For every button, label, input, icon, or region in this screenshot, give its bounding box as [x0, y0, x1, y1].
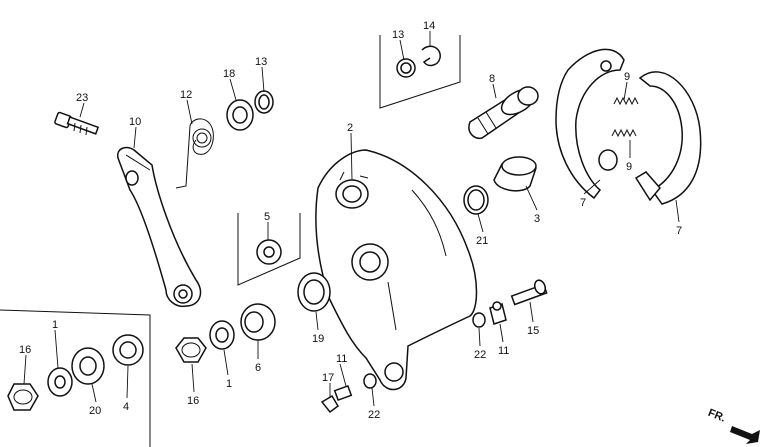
ring-13-kit [396, 58, 416, 78]
callout-17: 17 [322, 372, 334, 384]
callout-1-center: 1 [226, 378, 232, 390]
brake-shoe-7-right [634, 71, 702, 205]
callout-15: 15 [527, 325, 539, 337]
callout-21: 21 [476, 235, 488, 247]
washer-22-lower [363, 373, 377, 389]
callout-19: 19 [312, 333, 324, 345]
brake-arm-10 [117, 146, 202, 308]
washer-18 [226, 99, 254, 131]
ring-13-upper [254, 90, 274, 114]
callout-1-left: 1 [52, 319, 58, 331]
brake-shoe-7-left [555, 48, 625, 200]
callout-4: 4 [123, 401, 129, 413]
washer-1-center [209, 320, 235, 350]
bushing-6 [240, 303, 276, 341]
brake-panel-2 [315, 149, 478, 391]
callout-11-right: 11 [498, 345, 509, 357]
washer-5 [256, 239, 282, 265]
nipple-17 [320, 384, 353, 414]
callout-23: 23 [76, 92, 88, 104]
callout-8: 8 [489, 73, 495, 85]
callout-7-right: 7 [676, 225, 682, 237]
washer-1-left [47, 367, 73, 397]
callout-6: 6 [255, 362, 261, 374]
callout-7-left: 7 [580, 197, 586, 209]
clip-14-kit [421, 45, 441, 67]
spring-9-lower [611, 128, 637, 138]
callout-9-upper: 9 [624, 71, 630, 83]
bolt-23 [54, 111, 100, 136]
kit-bracket-5 [237, 213, 301, 286]
callout-14: 14 [423, 20, 435, 32]
callout-22-lower: 22 [368, 409, 380, 421]
callout-11-center: 11 [336, 353, 347, 365]
callout-18: 18 [223, 68, 235, 80]
leader-lines [23, 31, 680, 407]
callout-13-upper: 13 [255, 56, 267, 68]
collar-20 [71, 347, 105, 385]
callout-20: 20 [89, 405, 101, 417]
ring-21 [463, 185, 489, 215]
cam-shaft-8 [468, 86, 539, 140]
bolt-15 [510, 279, 548, 306]
spring-9-upper [613, 96, 639, 106]
callout-16-left: 16 [19, 344, 31, 356]
callout-13-kit: 13 [392, 29, 404, 41]
front-direction-arrow-icon [730, 426, 760, 444]
callout-3: 3 [534, 213, 540, 225]
bush-4 [112, 334, 144, 366]
washer-22-right [472, 312, 486, 328]
nut-16-left [7, 383, 39, 411]
callout-22-right: 22 [474, 349, 486, 361]
callout-12: 12 [180, 89, 192, 101]
bush-3 [493, 156, 537, 192]
callout-10: 10 [129, 116, 141, 128]
callout-2: 2 [347, 122, 353, 134]
callout-5: 5 [264, 211, 270, 223]
spring-12 [175, 118, 214, 189]
bleeder-11-right [489, 301, 507, 325]
callout-16-center: 16 [187, 395, 199, 407]
kit-bracket-lower-left [0, 309, 151, 447]
nut-16-center [175, 337, 207, 363]
kit-bracket-13-14 [379, 35, 461, 109]
front-direction-label: FR. [706, 407, 727, 425]
callout-9-lower: 9 [626, 161, 632, 173]
seal-19 [297, 272, 331, 312]
